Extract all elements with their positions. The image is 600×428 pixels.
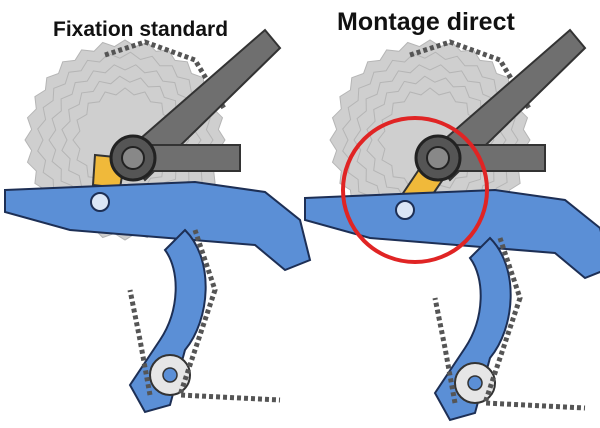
panel-standard xyxy=(4,28,312,414)
panel-title-direct: Montage direct xyxy=(337,8,515,36)
chain xyxy=(409,39,533,112)
panel-direct-mount xyxy=(304,28,600,422)
panel-title-standard: Fixation standard xyxy=(53,18,229,41)
derailleur-body xyxy=(304,188,600,280)
jockey-wheel-hub xyxy=(162,367,178,383)
chain xyxy=(481,237,586,411)
axle-nut xyxy=(121,146,145,170)
chain xyxy=(104,39,228,112)
derailleur-cage xyxy=(128,228,207,414)
derailleur-bolt xyxy=(395,200,415,220)
axle-nut xyxy=(426,146,450,170)
derailleur-bolt xyxy=(90,192,110,212)
jockey-wheel-hub xyxy=(467,375,483,391)
chain xyxy=(176,229,281,403)
derailleur-cage xyxy=(433,236,512,422)
derailleur-body xyxy=(4,180,312,272)
highlight-circle xyxy=(341,116,489,264)
